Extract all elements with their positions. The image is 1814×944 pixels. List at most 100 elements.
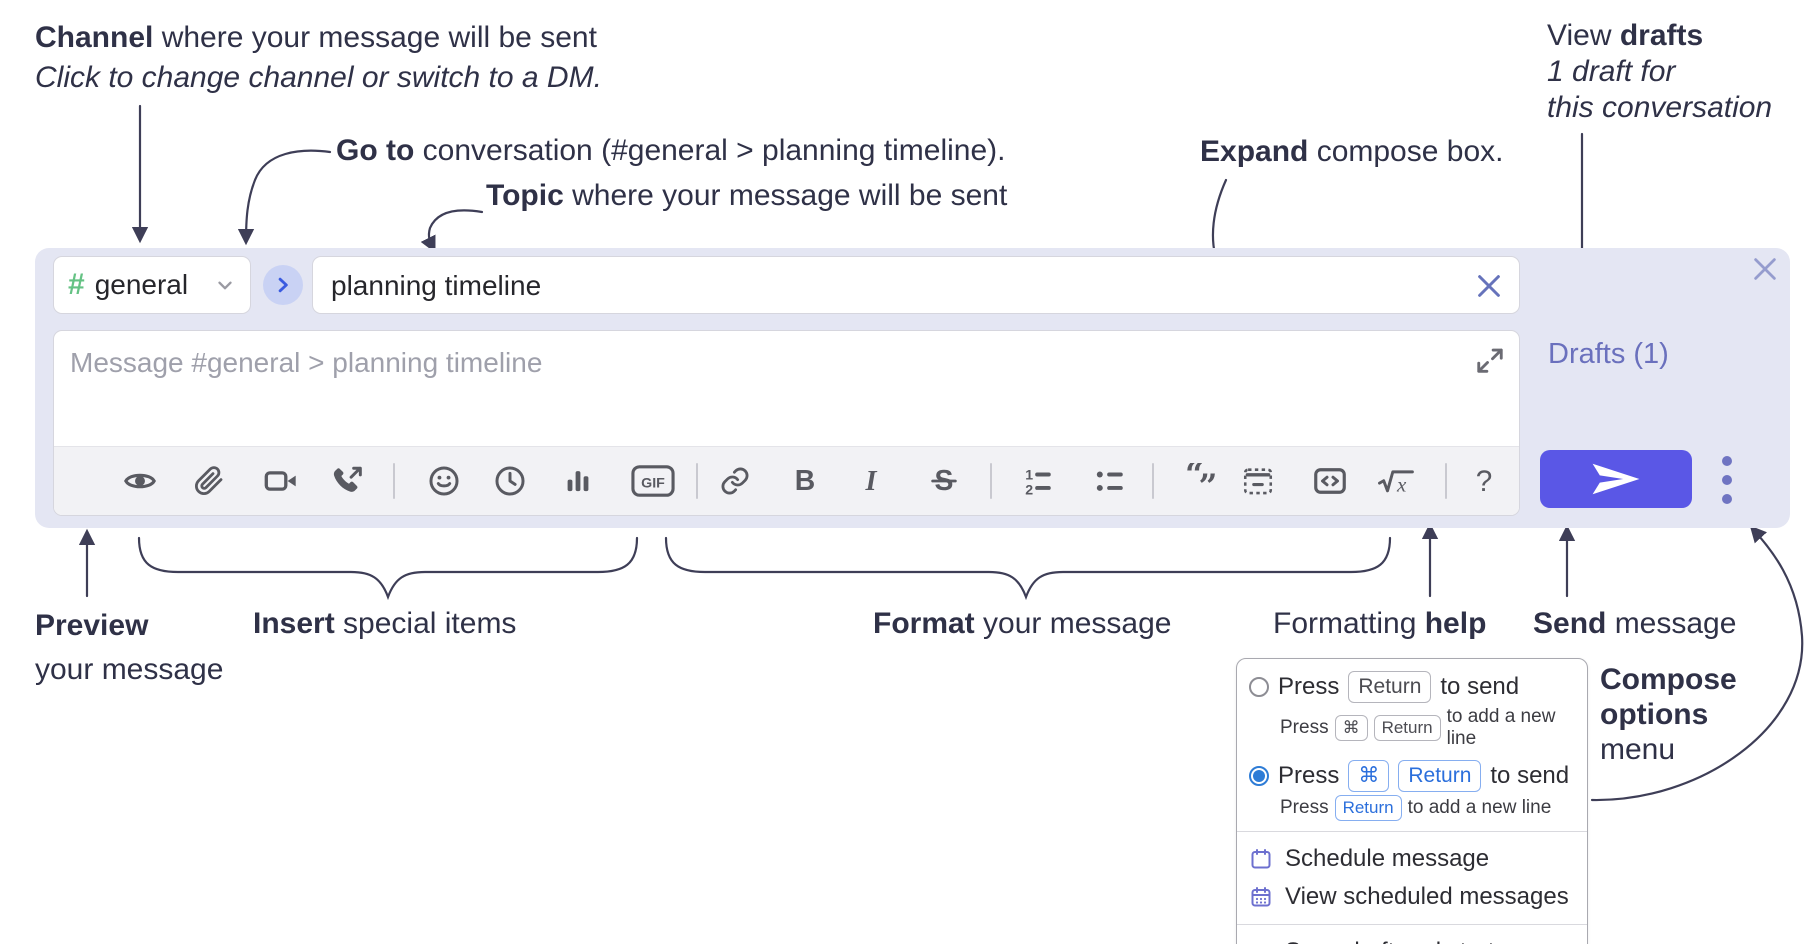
format-brace — [664, 536, 1392, 601]
bulleted-list-button[interactable] — [1090, 461, 1130, 501]
key-return: Return — [1334, 795, 1402, 821]
spoiler-icon — [1243, 468, 1273, 495]
spoiler-button[interactable] — [1238, 461, 1278, 501]
add-global-time-button[interactable] — [490, 461, 530, 501]
svg-text:I: I — [864, 466, 877, 497]
message-formatting-help-button[interactable]: ? — [1464, 461, 1504, 501]
bar-chart-icon — [567, 471, 589, 492]
send-annotation: Send message — [1533, 607, 1737, 640]
close-compose-button[interactable] — [1748, 252, 1782, 286]
start-voice-call-button[interactable] — [328, 461, 368, 501]
message-input[interactable] — [54, 331, 1470, 457]
add-poll-button[interactable] — [558, 461, 598, 501]
svg-text:GIF: GIF — [641, 475, 665, 491]
preview-annotation: Preview your message — [35, 609, 224, 686]
start-video-call-button[interactable] — [261, 461, 301, 501]
option-label: to send — [1440, 673, 1520, 700]
preview-button[interactable] — [120, 461, 160, 501]
quote-icon: “ ” — [1185, 463, 1217, 499]
svg-text:2: 2 — [1025, 482, 1033, 498]
bold-icon: B — [795, 465, 815, 497]
key-cmd: ⌘ — [1334, 715, 1368, 741]
menu-item-view-scheduled[interactable]: View scheduled messages — [1249, 878, 1573, 916]
key-return: Return — [1373, 715, 1441, 741]
italic-button[interactable]: I — [851, 461, 891, 501]
code-icon — [1314, 468, 1346, 494]
goto-arrow — [237, 149, 332, 246]
expand-compose-button[interactable] — [1475, 345, 1505, 375]
phone-outgoing-icon — [333, 466, 362, 492]
strikethrough-button[interactable]: S — [924, 461, 964, 501]
svg-text:?: ? — [1476, 465, 1493, 498]
numbered-list-button[interactable]: 1 2 — [1018, 461, 1058, 501]
latex-math-icon: x — [1378, 470, 1414, 497]
clear-topic-button[interactable] — [1473, 270, 1505, 302]
chevron-right-icon — [278, 277, 288, 293]
send-option-return[interactable]: Press Return to send — [1249, 671, 1573, 703]
toolbar-divider — [393, 463, 395, 499]
menu-item-save-draft[interactable]: Save draft and start a new message — [1249, 933, 1573, 944]
close-icon — [1478, 275, 1500, 297]
topic-arrow — [420, 209, 484, 253]
format-annotation: Format your message — [873, 607, 1172, 640]
ellipsis-dot — [1722, 475, 1732, 485]
radio-selected[interactable] — [1249, 766, 1269, 786]
code-button[interactable] — [1310, 461, 1350, 501]
question-mark-icon: ? — [1476, 465, 1493, 498]
calendar-grid-icon — [1251, 887, 1271, 907]
drafts-link[interactable]: Drafts (1) — [1548, 338, 1669, 370]
option-label: Press — [1278, 673, 1340, 700]
bulleted-list-icon — [1096, 471, 1123, 491]
message-compose-area: GIF B I — [53, 330, 1520, 516]
channel-name: general — [94, 269, 189, 300]
ellipsis-dot — [1722, 456, 1732, 466]
compose-options-menu-button[interactable] — [1706, 454, 1748, 506]
option-label: Press — [1278, 762, 1340, 789]
expand-annotation: Expand compose box. — [1200, 135, 1504, 168]
add-emoji-button[interactable] — [424, 461, 464, 501]
eye-icon — [124, 473, 156, 489]
key-cmd: ⌘ — [1348, 760, 1390, 792]
bold-button[interactable]: B — [785, 461, 825, 501]
send-button[interactable] — [1540, 450, 1692, 508]
toolbar-divider — [1445, 463, 1447, 499]
math-button[interactable]: x — [1374, 461, 1420, 501]
channel-selector[interactable]: # general — [53, 256, 251, 314]
svg-text:1: 1 — [1025, 468, 1033, 484]
compose-options-popup: Press Return to send Press ⌘ Return to a… — [1236, 658, 1588, 944]
video-camera-icon — [264, 471, 296, 491]
toolbar-divider — [990, 463, 992, 499]
send-option-return-subtext: Press ⌘ Return to add a new line — [1280, 706, 1556, 749]
menu-item-label: Save draft and start a new message — [1285, 938, 1573, 944]
topic-input[interactable] — [329, 257, 1463, 315]
key-return: Return — [1398, 760, 1482, 792]
close-icon — [1754, 258, 1776, 280]
expand-icon — [1477, 348, 1503, 373]
toolbar-divider — [1152, 463, 1154, 499]
radio-unselected[interactable] — [1249, 677, 1269, 697]
link-icon — [721, 467, 749, 495]
clock-icon — [495, 466, 525, 496]
topic-input-box — [312, 256, 1520, 315]
menu-item-schedule-message[interactable]: Schedule message — [1249, 840, 1573, 878]
toolbar-divider — [696, 463, 698, 499]
attach-file-button[interactable] — [189, 461, 229, 501]
quote-button[interactable]: “ ” — [1180, 461, 1220, 501]
view-drafts-annotation: View drafts 1 draft for this conversatio… — [1547, 19, 1773, 124]
channel-hash-icon: # — [68, 268, 85, 301]
compose-toolbar: GIF B I — [54, 446, 1519, 515]
insert-annotation: Insert special items — [253, 607, 517, 640]
go-to-conversation-button[interactable] — [263, 265, 303, 305]
menu-divider — [1237, 831, 1587, 832]
topic-annotation: Topic where your message will be sent — [486, 179, 1008, 212]
send-paper-plane-icon — [1592, 463, 1640, 495]
link-button[interactable] — [715, 461, 755, 501]
channel-annotation: Channel where your message will be sent … — [35, 21, 602, 94]
ellipsis-dot — [1722, 494, 1732, 504]
goto-annotation: Go to conversation (#general > planning … — [336, 134, 1006, 167]
numbered-list-icon: 1 2 — [1025, 468, 1051, 498]
add-gif-button[interactable]: GIF — [630, 461, 676, 501]
strikethrough-icon: S — [931, 465, 957, 497]
send-option-cmd-return[interactable]: Press ⌘ Return to send — [1249, 760, 1573, 792]
key-return: Return — [1348, 671, 1432, 703]
